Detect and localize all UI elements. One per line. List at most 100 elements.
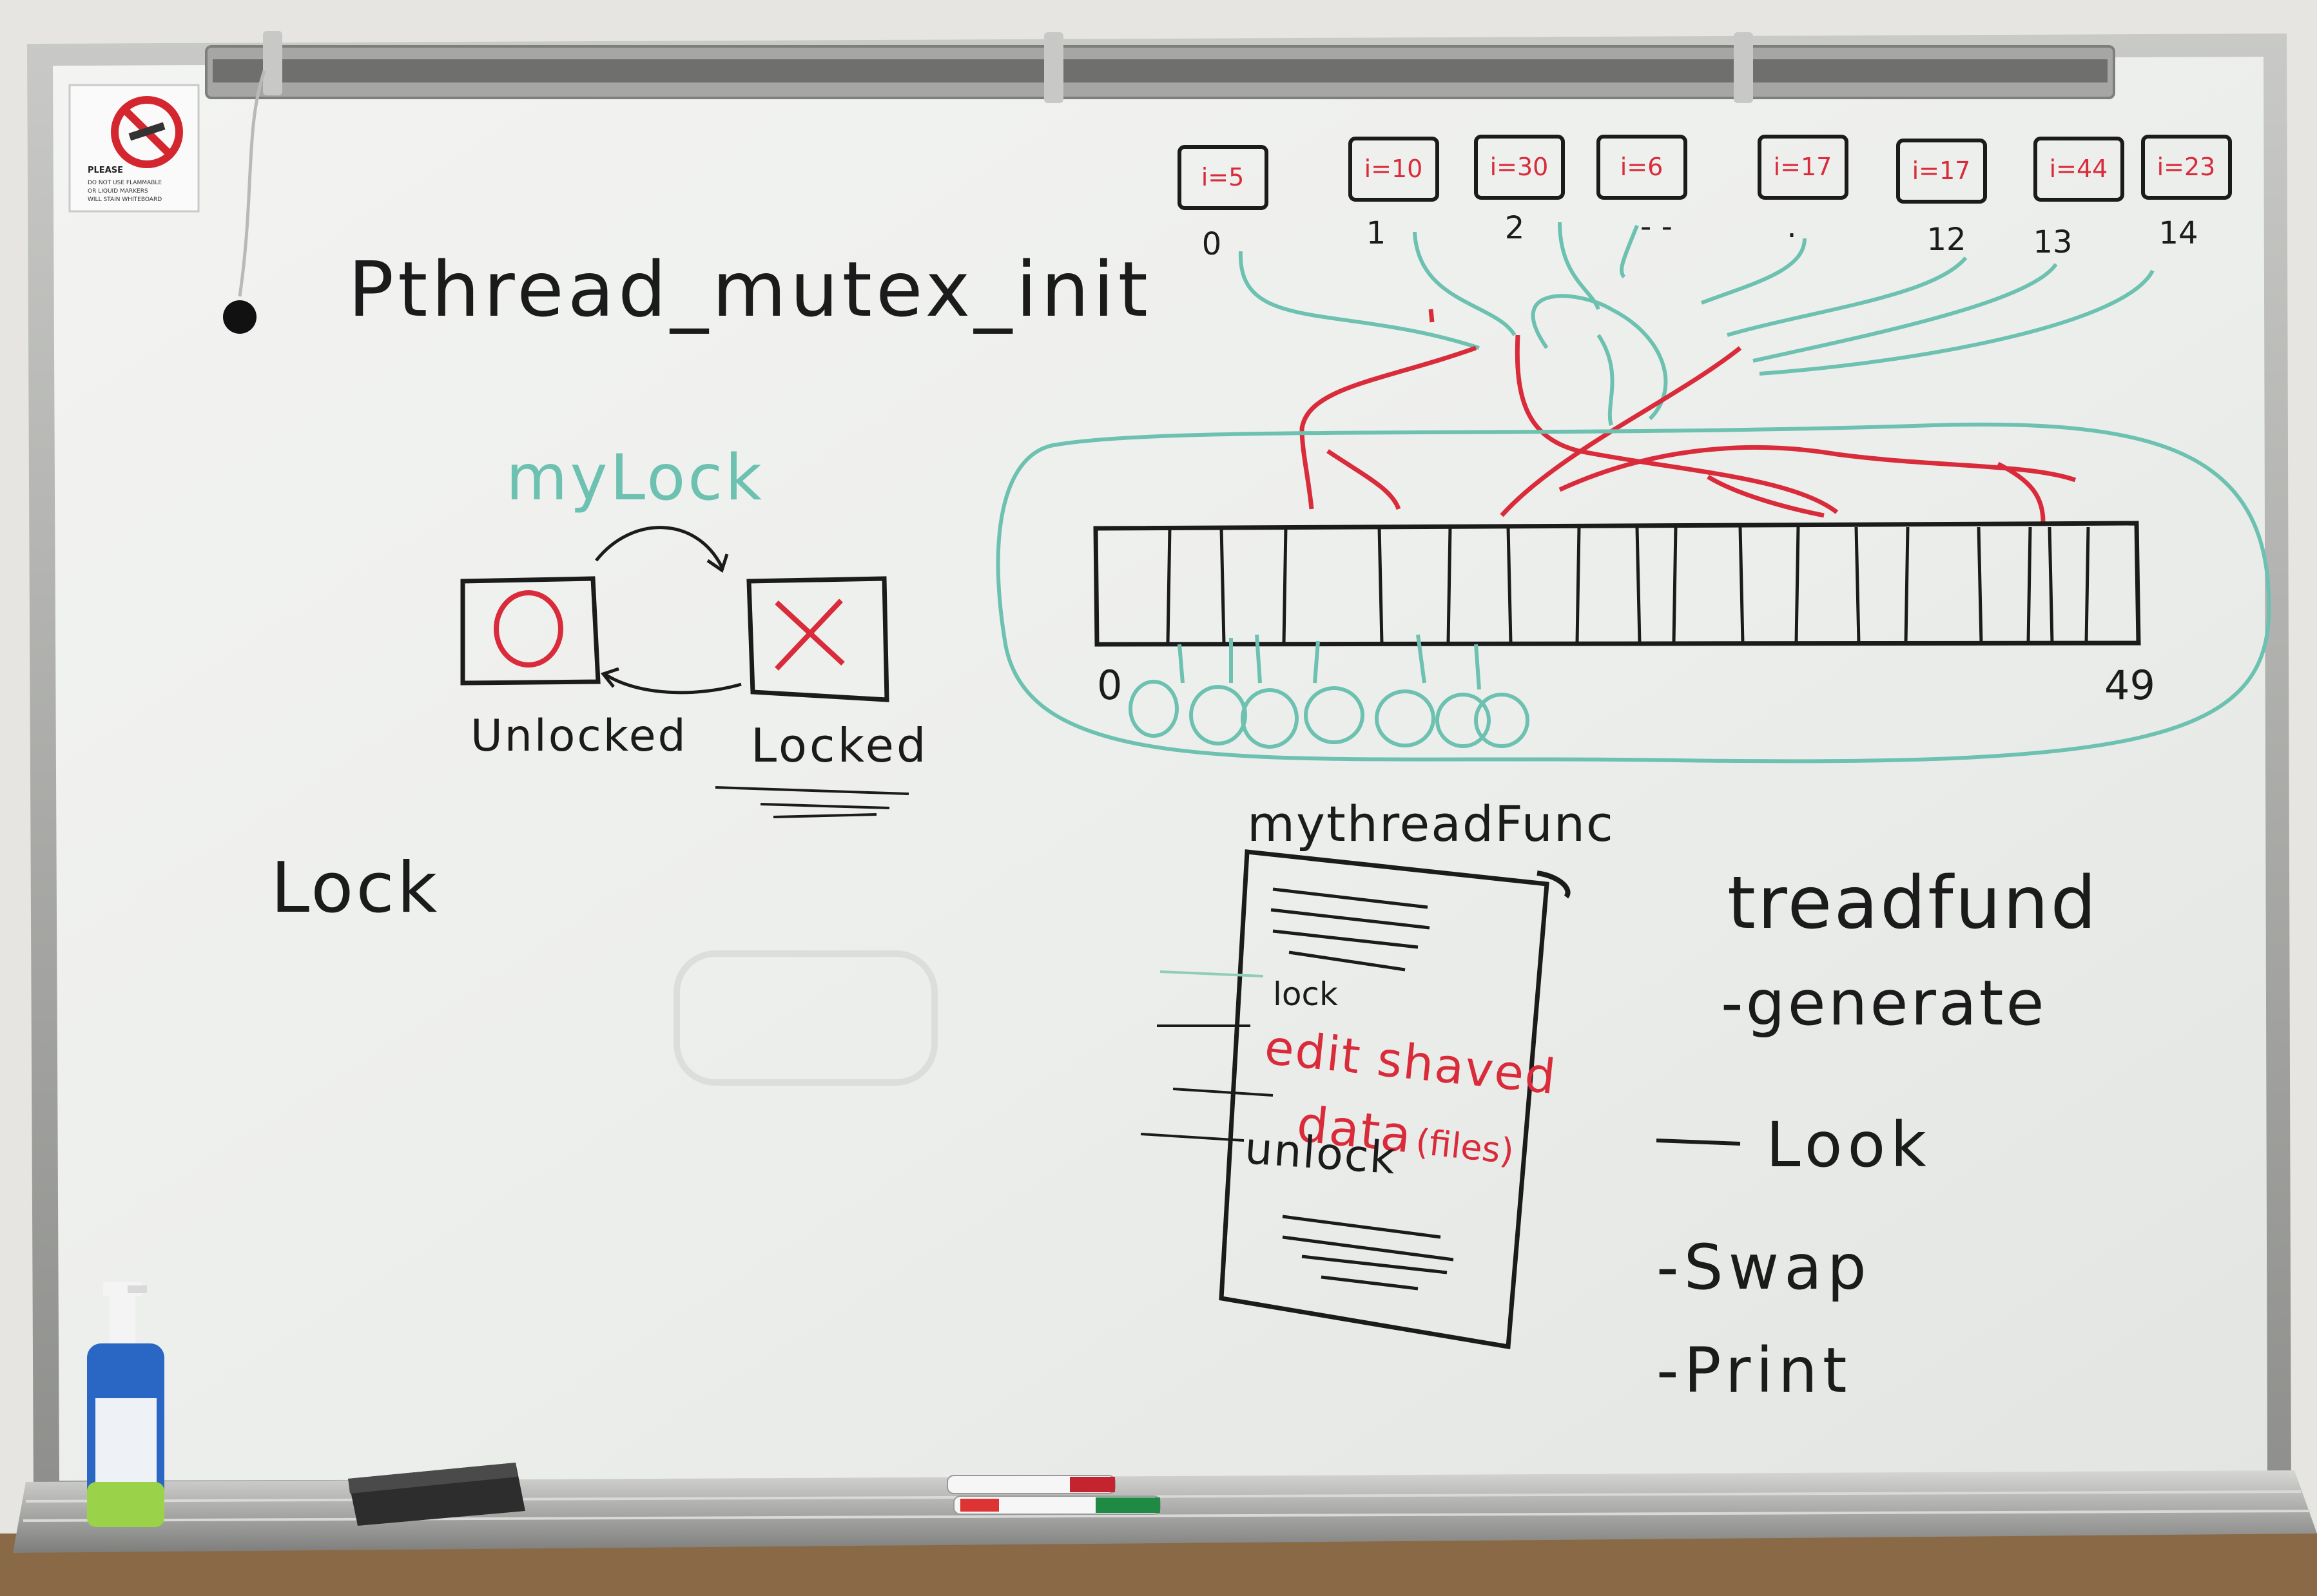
array-cells <box>1166 526 2090 644</box>
thread-box-outline <box>1178 145 1268 210</box>
lock-arrow <box>595 526 724 568</box>
thread-box-label: i=17 <box>1912 157 1971 185</box>
step-print: -Print <box>1656 1334 1852 1407</box>
steps-title: treadfund <box>1727 861 2099 945</box>
eraser[interactable] <box>348 1463 525 1526</box>
unlocked-label: Unlocked <box>470 711 688 762</box>
array-cell-divider <box>1446 526 1452 644</box>
thread-box-label: i=6 <box>1620 153 1663 181</box>
top-rail-groove <box>213 59 2108 82</box>
thread-box-label: i=23 <box>2157 153 2216 181</box>
array-cell-divider <box>1377 526 1384 644</box>
thread-index: 14 <box>2158 215 2198 251</box>
array-cell-divider <box>1575 526 1581 644</box>
step-generate: -generate <box>1721 967 2047 1039</box>
array-cell-divider <box>1738 526 1745 644</box>
mylock-label: myLock <box>506 441 764 515</box>
thread-box-label: i=5 <box>1201 163 1245 191</box>
rail-clip <box>1044 32 1063 103</box>
array-cell-divider <box>1635 526 1642 644</box>
func-lock-text: lock <box>1273 976 1338 1013</box>
thread-box-3: i=6 - - <box>1596 135 1687 245</box>
array-cell-divider <box>1282 526 1288 644</box>
thread-box-label: i=44 <box>2050 155 2108 183</box>
rail-clip <box>263 31 282 95</box>
array-cell-divider <box>1506 526 1513 644</box>
sign-line-1: DO NOT USE FLAMMABLE <box>88 180 162 186</box>
spray-bottle[interactable] <box>87 1282 164 1527</box>
thread-box-2: i=30 2 <box>1474 135 1565 246</box>
teal-loops <box>1129 634 1529 749</box>
underline-scribble <box>715 786 909 818</box>
array-enclosure <box>996 422 2271 764</box>
array-cell-divider <box>1672 526 1678 644</box>
thread-box-outline <box>2033 137 2124 202</box>
thread-box-5: i=17 12 <box>1896 139 1987 258</box>
locked-label: Locked <box>751 718 929 773</box>
thread-box-outline <box>1596 135 1687 200</box>
shared-array <box>1093 521 2141 647</box>
array-cell-divider <box>1219 526 1226 644</box>
func-data-text: data <box>1294 1095 1415 1164</box>
step-swap: -Swap <box>1656 1231 1872 1303</box>
no-smoking-icon <box>111 96 183 168</box>
array-cell-divider <box>1904 526 1910 644</box>
lock-word: Lock <box>271 848 440 928</box>
sign-line-2: OR LIQUID MARKERS <box>88 188 148 195</box>
rail-clip <box>1734 32 1753 103</box>
unlocked-circle-mark <box>494 590 563 668</box>
thread-index: 1 <box>1366 215 1386 251</box>
step-look-dash <box>1656 1139 1741 1146</box>
thread-index: - - <box>1640 209 1672 245</box>
locked-box <box>746 576 889 702</box>
erased-smudge <box>674 950 938 1086</box>
thread-box-label: i=30 <box>1490 153 1549 181</box>
thread-index: . <box>1787 209 1796 245</box>
func-unlock-text: unlock <box>1243 1123 1398 1184</box>
array-outline <box>1093 521 2141 647</box>
thread-box-1: i=10 1 <box>1348 137 1439 251</box>
thread-index: 12 <box>1926 222 1966 258</box>
whiteboard-surface <box>53 57 2267 1481</box>
thread-box-outline <box>1348 137 1439 202</box>
array-cell-divider <box>2048 526 2054 644</box>
sign-line-3: WILL STAIN WHITEBOARD <box>88 197 162 203</box>
unlock-arrow <box>603 672 742 695</box>
array-cell-divider <box>1854 526 1861 644</box>
thread-box-4: i=17. <box>1758 135 1848 245</box>
sign-heading: PLEASE <box>88 166 123 175</box>
func-document <box>1140 849 1571 1350</box>
thread-box-0: i=5 0 <box>1178 145 1268 262</box>
array-cell-divider <box>1794 526 1800 644</box>
thread-box-outline <box>1474 135 1565 200</box>
func-title: mythreadFunc <box>1247 795 1614 852</box>
marker-tray <box>13 1470 2317 1553</box>
title-text: Pthread_mutex_init <box>348 245 1152 334</box>
func-document-outline <box>1219 849 1549 1350</box>
array-cell-divider <box>1977 526 1983 644</box>
thread-box-7: i=23 14 <box>2141 135 2232 251</box>
lock-state-diagram <box>460 526 889 702</box>
cord-knob <box>223 300 257 334</box>
unlocked-box <box>460 576 601 686</box>
array-cell-divider <box>2026 526 2032 644</box>
thread-box-outline <box>2141 135 2232 200</box>
thread-box-outline <box>1758 135 1848 200</box>
hanging-cord <box>238 70 266 297</box>
thread-index: 2 <box>1505 210 1525 246</box>
array-cell-divider <box>2084 526 2090 644</box>
thread-box-label: i=10 <box>1364 155 1423 183</box>
no-smoking-sign: PLEASE DO NOT USE FLAMMABLE OR LIQUID MA… <box>68 84 200 213</box>
array-cell-divider <box>1166 526 1172 644</box>
array-start-index: 0 <box>1097 662 1122 709</box>
step-look: Look <box>1766 1109 1932 1181</box>
thread-red-lines <box>1299 309 2077 523</box>
markers[interactable] <box>947 1475 1161 1515</box>
thread-index: 0 <box>1202 226 1222 262</box>
array-end-index: 49 <box>2104 662 2155 709</box>
thread-box-outline <box>1896 139 1987 204</box>
thread-teal-lines <box>1238 222 2155 426</box>
